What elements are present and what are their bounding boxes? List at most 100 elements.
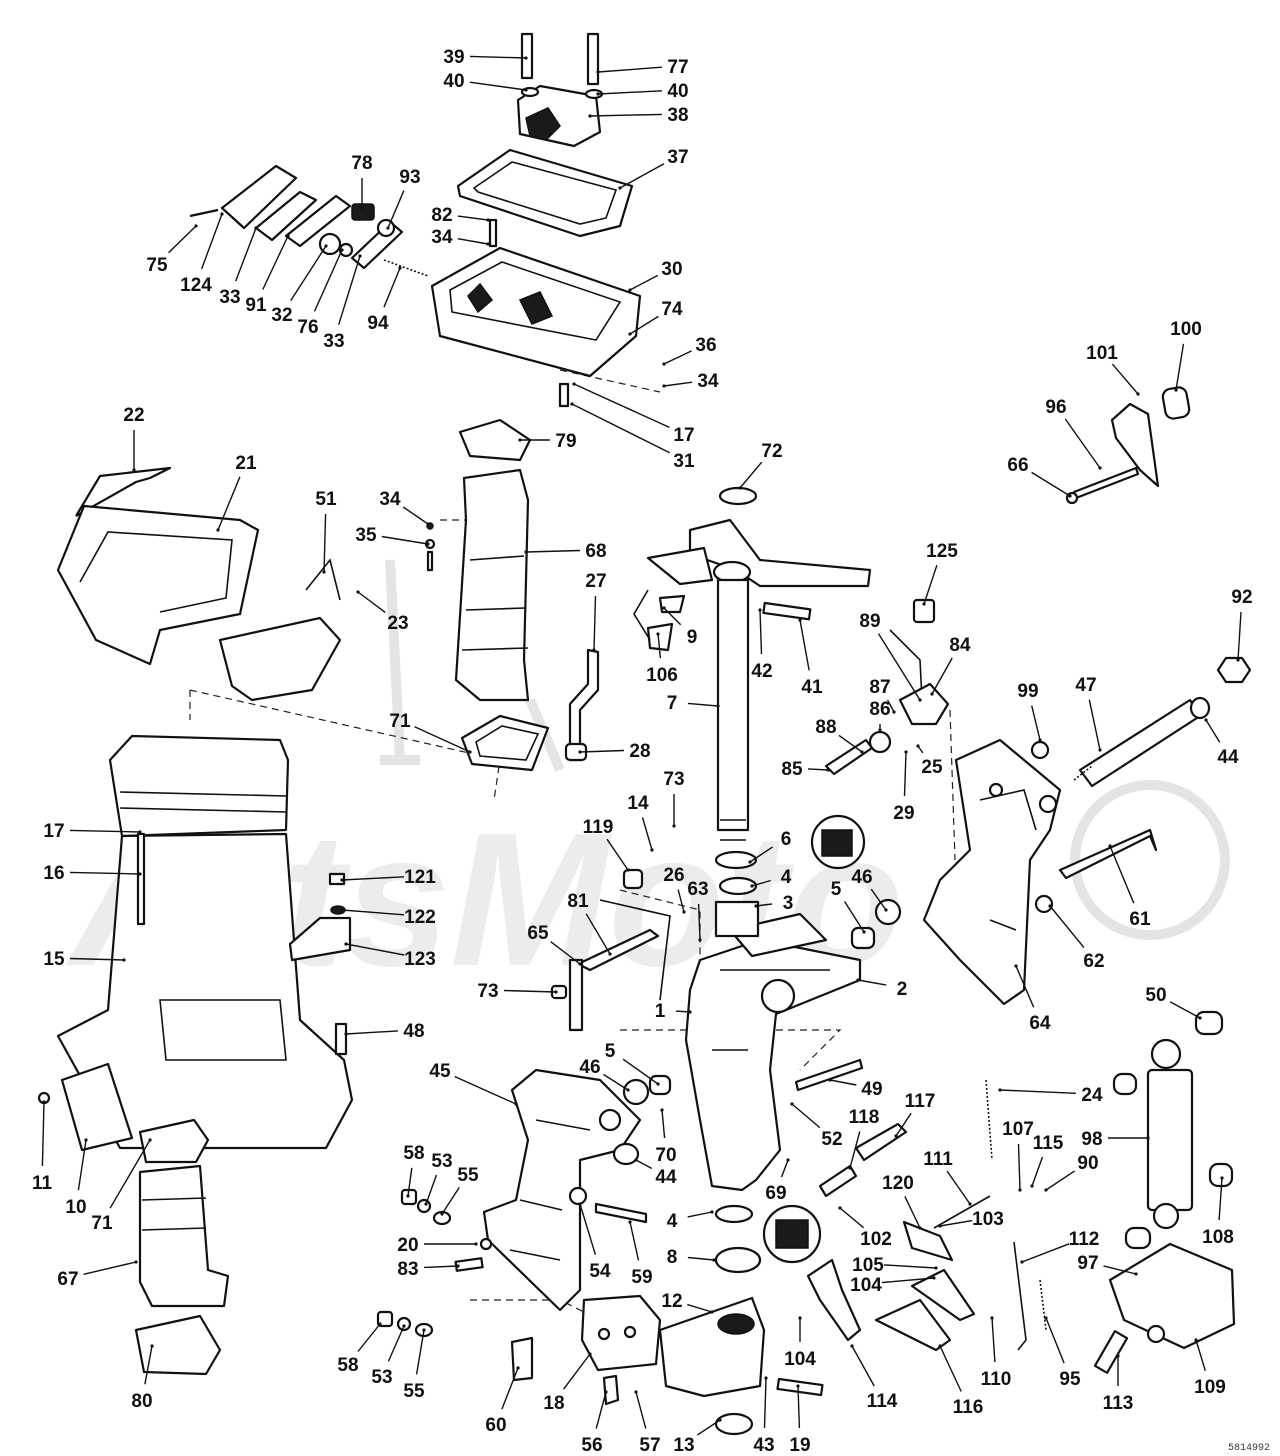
callout-label-c33a: 33 [219, 287, 240, 308]
part-64-swivel-bracket [922, 738, 1062, 1006]
callout-label-c58a: 58 [403, 1143, 424, 1164]
part-95-spring [1039, 1279, 1047, 1331]
callout-anchor-c18 [588, 1352, 592, 1356]
callout-label-c8: 8 [667, 1247, 678, 1268]
callout-anchor-c53b [402, 1324, 406, 1328]
callout-label-c4a: 4 [781, 867, 792, 888]
callout-anchor-c120 [918, 1226, 922, 1230]
part-12-swivel-housing [658, 1296, 766, 1398]
callout-anchor-c115 [1030, 1184, 1034, 1188]
callout-label-c93: 93 [399, 167, 420, 188]
callout-label-c40b: 40 [667, 81, 688, 102]
callout-leader-c28 [579, 749, 625, 753]
callout-leader-c67 [83, 1261, 137, 1275]
callout-label-c30: 30 [661, 259, 682, 280]
callout-label-c51: 51 [315, 489, 337, 510]
callout-anchor-c27 [592, 648, 596, 652]
callout-anchor-c93 [386, 226, 390, 230]
callout-label-c96: 96 [1045, 397, 1066, 418]
callout-label-c117: 117 [905, 1091, 936, 1112]
callout-label-c45: 45 [429, 1061, 451, 1082]
callout-leader-c96 [1064, 418, 1101, 469]
callout-leader-c32 [290, 245, 327, 301]
callout-leader-c102 [839, 1207, 865, 1229]
callout-anchor-c107 [1018, 1188, 1022, 1192]
callout-label-c22: 22 [123, 405, 144, 426]
part-67-tube [138, 1164, 230, 1308]
callout-leader-c103 [939, 1219, 973, 1227]
callout-label-c118: 118 [849, 1107, 880, 1128]
callout-anchor-c74 [628, 332, 632, 336]
corner-code: 5814992 [1228, 1443, 1270, 1454]
callout-anchor-c98 [1146, 1136, 1150, 1140]
callout-label-c44b: 44 [655, 1167, 677, 1188]
callout-anchor-c54 [578, 1202, 582, 1206]
callout-label-c42: 42 [751, 661, 772, 682]
callout-anchor-c83 [456, 1264, 460, 1268]
callout-anchor-c46a [884, 908, 888, 912]
part-71-gasket [460, 714, 550, 772]
callout-anchor-c71a [468, 750, 472, 754]
callout-anchor-c4b [710, 1210, 714, 1214]
callout-anchor-c11 [42, 1100, 46, 1104]
part-15-midsection [56, 734, 354, 1150]
callout-label-c34c: 34 [379, 489, 401, 510]
callout-leader-c84 [931, 657, 953, 695]
callout-anchor-c113 [1116, 1354, 1120, 1358]
part-108-bushing-b [1124, 1226, 1152, 1250]
callout-leader-c52 [791, 1103, 821, 1129]
callout-label-c13: 13 [673, 1435, 694, 1456]
callout-label-c3: 3 [783, 893, 794, 914]
callout-leader-c12 [687, 1303, 713, 1313]
callout-anchor-c47 [1098, 748, 1102, 752]
callout-anchor-c19 [796, 1384, 800, 1388]
callout-anchor-c114 [850, 1344, 854, 1348]
callout-leader-c95 [1045, 1317, 1065, 1364]
callout-label-c106: 106 [646, 665, 678, 686]
callout-leader-c26 [677, 889, 685, 913]
callout-label-c94: 94 [367, 313, 389, 334]
part-62-bushing [1034, 894, 1054, 914]
callout-anchor-c13 [718, 1418, 722, 1422]
hardware-58-53-55 [376, 1188, 493, 1338]
callout-label-c48: 48 [403, 1021, 424, 1042]
part-13-bearing [714, 1412, 754, 1436]
part-60-plate [510, 1336, 534, 1382]
fasteners-34-35 [424, 522, 436, 572]
callout-label-c5a: 5 [831, 879, 842, 900]
callout-label-c60: 60 [485, 1415, 506, 1436]
callout-label-c66: 66 [1007, 455, 1028, 476]
callout-anchor-c97 [1134, 1272, 1138, 1276]
callout-label-c120: 120 [882, 1173, 914, 1194]
callout-label-c73a: 73 [663, 769, 684, 790]
callout-leader-c74 [629, 315, 659, 335]
callout-anchor-c106 [656, 632, 660, 636]
callout-label-c14: 14 [627, 793, 649, 814]
callout-label-c55a: 55 [457, 1165, 479, 1186]
part-30-exhaust-housing [430, 218, 642, 408]
callout-label-c15: 15 [43, 949, 65, 970]
callout-anchor-c55a [440, 1212, 444, 1216]
callout-leader-c10 [77, 1139, 87, 1191]
callout-label-c29: 29 [893, 803, 914, 824]
callout-label-c31: 31 [673, 451, 695, 472]
callout-leader-c40a [469, 81, 527, 91]
callout-anchor-c76 [340, 248, 344, 252]
callout-label-c64: 64 [1029, 1013, 1051, 1034]
callout-anchor-c40a [524, 88, 528, 92]
callout-anchor-c124 [220, 212, 224, 216]
part-68-exhaust-tube [454, 468, 530, 702]
callout-label-c62: 62 [1083, 951, 1104, 972]
callout-label-c98: 98 [1081, 1129, 1102, 1150]
callout-leader-c58a [407, 1167, 413, 1197]
callout-leader-c41 [799, 619, 810, 671]
callout-anchor-c123 [344, 942, 348, 946]
callout-label-c119: 119 [583, 817, 614, 838]
callout-leader-c112 [1021, 1243, 1070, 1263]
callout-label-c90: 90 [1077, 1153, 1098, 1174]
callout-leader-c16 [69, 871, 141, 875]
callout-anchor-c23 [356, 590, 360, 594]
callout-anchor-c80 [150, 1344, 154, 1348]
callout-leader-c44a [1205, 719, 1221, 743]
